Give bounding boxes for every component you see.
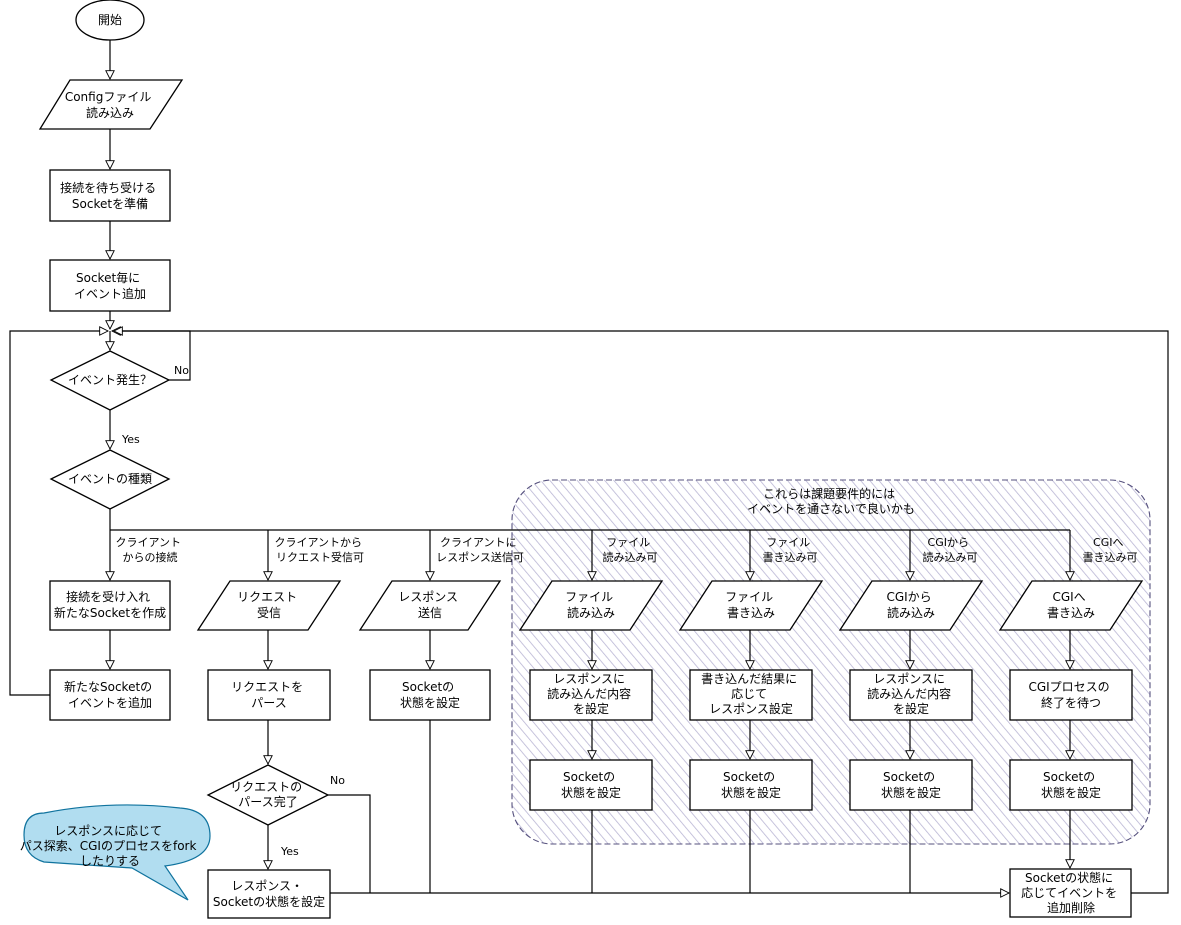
update-events-node [1009,868,1132,918]
listen-label: 接続を待ち受ける Socketを準備 [60,180,160,211]
label-cgi-readable: CGIから 読み込み可 [923,536,978,564]
wait-cgi-node [1009,669,1133,721]
set-read-content-node [529,669,653,721]
label-cgi-writable: CGIへ 書き込み可 [1083,536,1138,564]
set-write-result-node [689,669,813,721]
add-events-node [49,259,171,312]
send-response-label: レスポンス 送信 [398,590,462,620]
send-response-node [358,580,502,631]
label-client-request: クライアントから リクエスト受信可 [274,536,365,564]
file-read-label: ファイル 読み込み [565,590,617,620]
cgi-read-node [838,580,984,631]
set-cgi-content-label: レスポンスに 読み込んだ内容 を設定 [867,672,955,716]
config-node [38,79,184,130]
callout-text: レスポンスに応じて パス探索、CGIのプロセスをfork したりする [20,824,201,868]
socket-state-cw-node [1009,759,1133,811]
socket-state-fw-label: Socketの 状態を設定 [721,770,781,800]
cgi-read-label: CGIから 読み込み [886,590,935,620]
parse-done-node [206,764,330,826]
set-write-result-label: 書き込んだ結果に 応じて レスポンス設定 [701,672,801,716]
socket-state-cr-label: Socketの 状態を設定 [881,770,941,800]
optional-events-group [511,479,1151,845]
socket-state-send-node [369,669,491,721]
start-node [75,0,145,41]
file-write-label: ファイル 書き込み [725,590,777,620]
edge-addnew-loop [9,331,108,696]
event-type-node [49,449,171,510]
update-events-label: Socketの状態に 応じてイベントを 追加削除 [1021,870,1121,915]
label-file-writable: ファイル 書き込み可 [763,536,818,564]
add-new-event-label: 新たなSocketの イベントを追加 [64,679,156,710]
set-read-content-label: レスポンスに 読み込んだ内容 を設定 [547,672,635,716]
file-write-node [678,580,824,631]
socket-state-send-label: Socketの 状態を設定 [400,680,460,710]
socket-state-fw-node [689,759,813,811]
edge-update-loop [114,331,1169,894]
recv-request-node [196,580,342,631]
accept-label: 接続を受け入れ 新たなSocketを作成 [54,589,166,620]
add-new-event-node [49,669,171,721]
parse-request-label: リクエストを パース [231,680,307,710]
listen-node [49,169,171,222]
label-client-response: クライアントに レスポンス送信可 [436,536,524,564]
label-parse-no: No [330,774,345,787]
label-no-event: No [174,364,189,377]
label-file-readable: ファイル 読み込み可 [603,536,658,564]
file-read-node [518,580,664,631]
config-label: Configファイル 読み込み [65,90,155,120]
socket-state-cr-node [849,759,973,811]
cgi-write-node [998,580,1144,631]
parse-request-node [207,669,331,721]
event-occurred-label: イベント発生？ [68,373,152,387]
event-occurred-node [49,350,171,411]
callout-bubble [23,804,211,901]
edge-done-no [328,794,371,893]
set-cgi-content-node [849,669,973,721]
label-client-connect: クライアント からの接続 [115,536,184,564]
socket-state-cw-label: Socketの 状態を設定 [1041,770,1101,800]
socket-state-fr-label: Socketの 状態を設定 [561,770,621,800]
group-note: これらは課題要件的には イベントを通さないで良いかも [747,486,915,516]
wait-cgi-label: CGIプロセスの 終了を待つ [1028,680,1113,710]
set-response-state-node [207,869,331,919]
accept-node [49,580,171,631]
event-type-label: イベントの種類 [68,472,152,486]
parse-done-label: リクエストの パース完了 [230,780,306,809]
cgi-write-label: CGIへ 書き込み [1047,590,1095,620]
add-events-label: Socket毎に イベント追加 [74,270,146,301]
label-yes-event: Yes [121,433,140,446]
set-response-state-label: レスポンス・ Socketの状態を設定 [213,879,325,909]
socket-state-fr-node [529,759,653,811]
start-label: 開始 [98,13,122,27]
recv-request-label: リクエスト 受信 [237,590,301,620]
label-parse-yes: Yes [280,845,299,858]
